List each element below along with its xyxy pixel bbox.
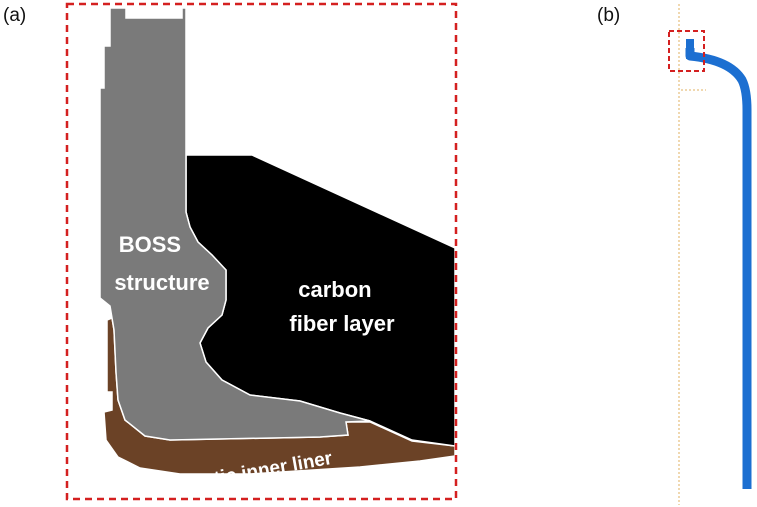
- carbon-label-line1: carbon: [298, 277, 371, 302]
- tank-contour: [685, 48, 752, 489]
- panel-b: (b): [597, 4, 752, 505]
- boss-label-line1: BOSS: [119, 232, 181, 257]
- boss-structure-label: BOSS structure: [114, 232, 209, 295]
- panel-b-label: (b): [597, 5, 620, 26]
- carbon-fiber-layer-label: carbon fiber layer: [289, 277, 395, 336]
- boss-structure-shape: [99, 7, 371, 441]
- panel-a-label: (a): [3, 5, 26, 26]
- detail-frame: [65, 2, 458, 501]
- boss-label-line2: structure: [114, 270, 209, 295]
- panel-a: (a) BOSS structure carbon fiber layer pl…: [3, 2, 458, 501]
- zoom-region-box: [668, 30, 705, 72]
- tank-boss-stub: [686, 39, 694, 59]
- carbon-label-line2: fiber layer: [289, 311, 395, 336]
